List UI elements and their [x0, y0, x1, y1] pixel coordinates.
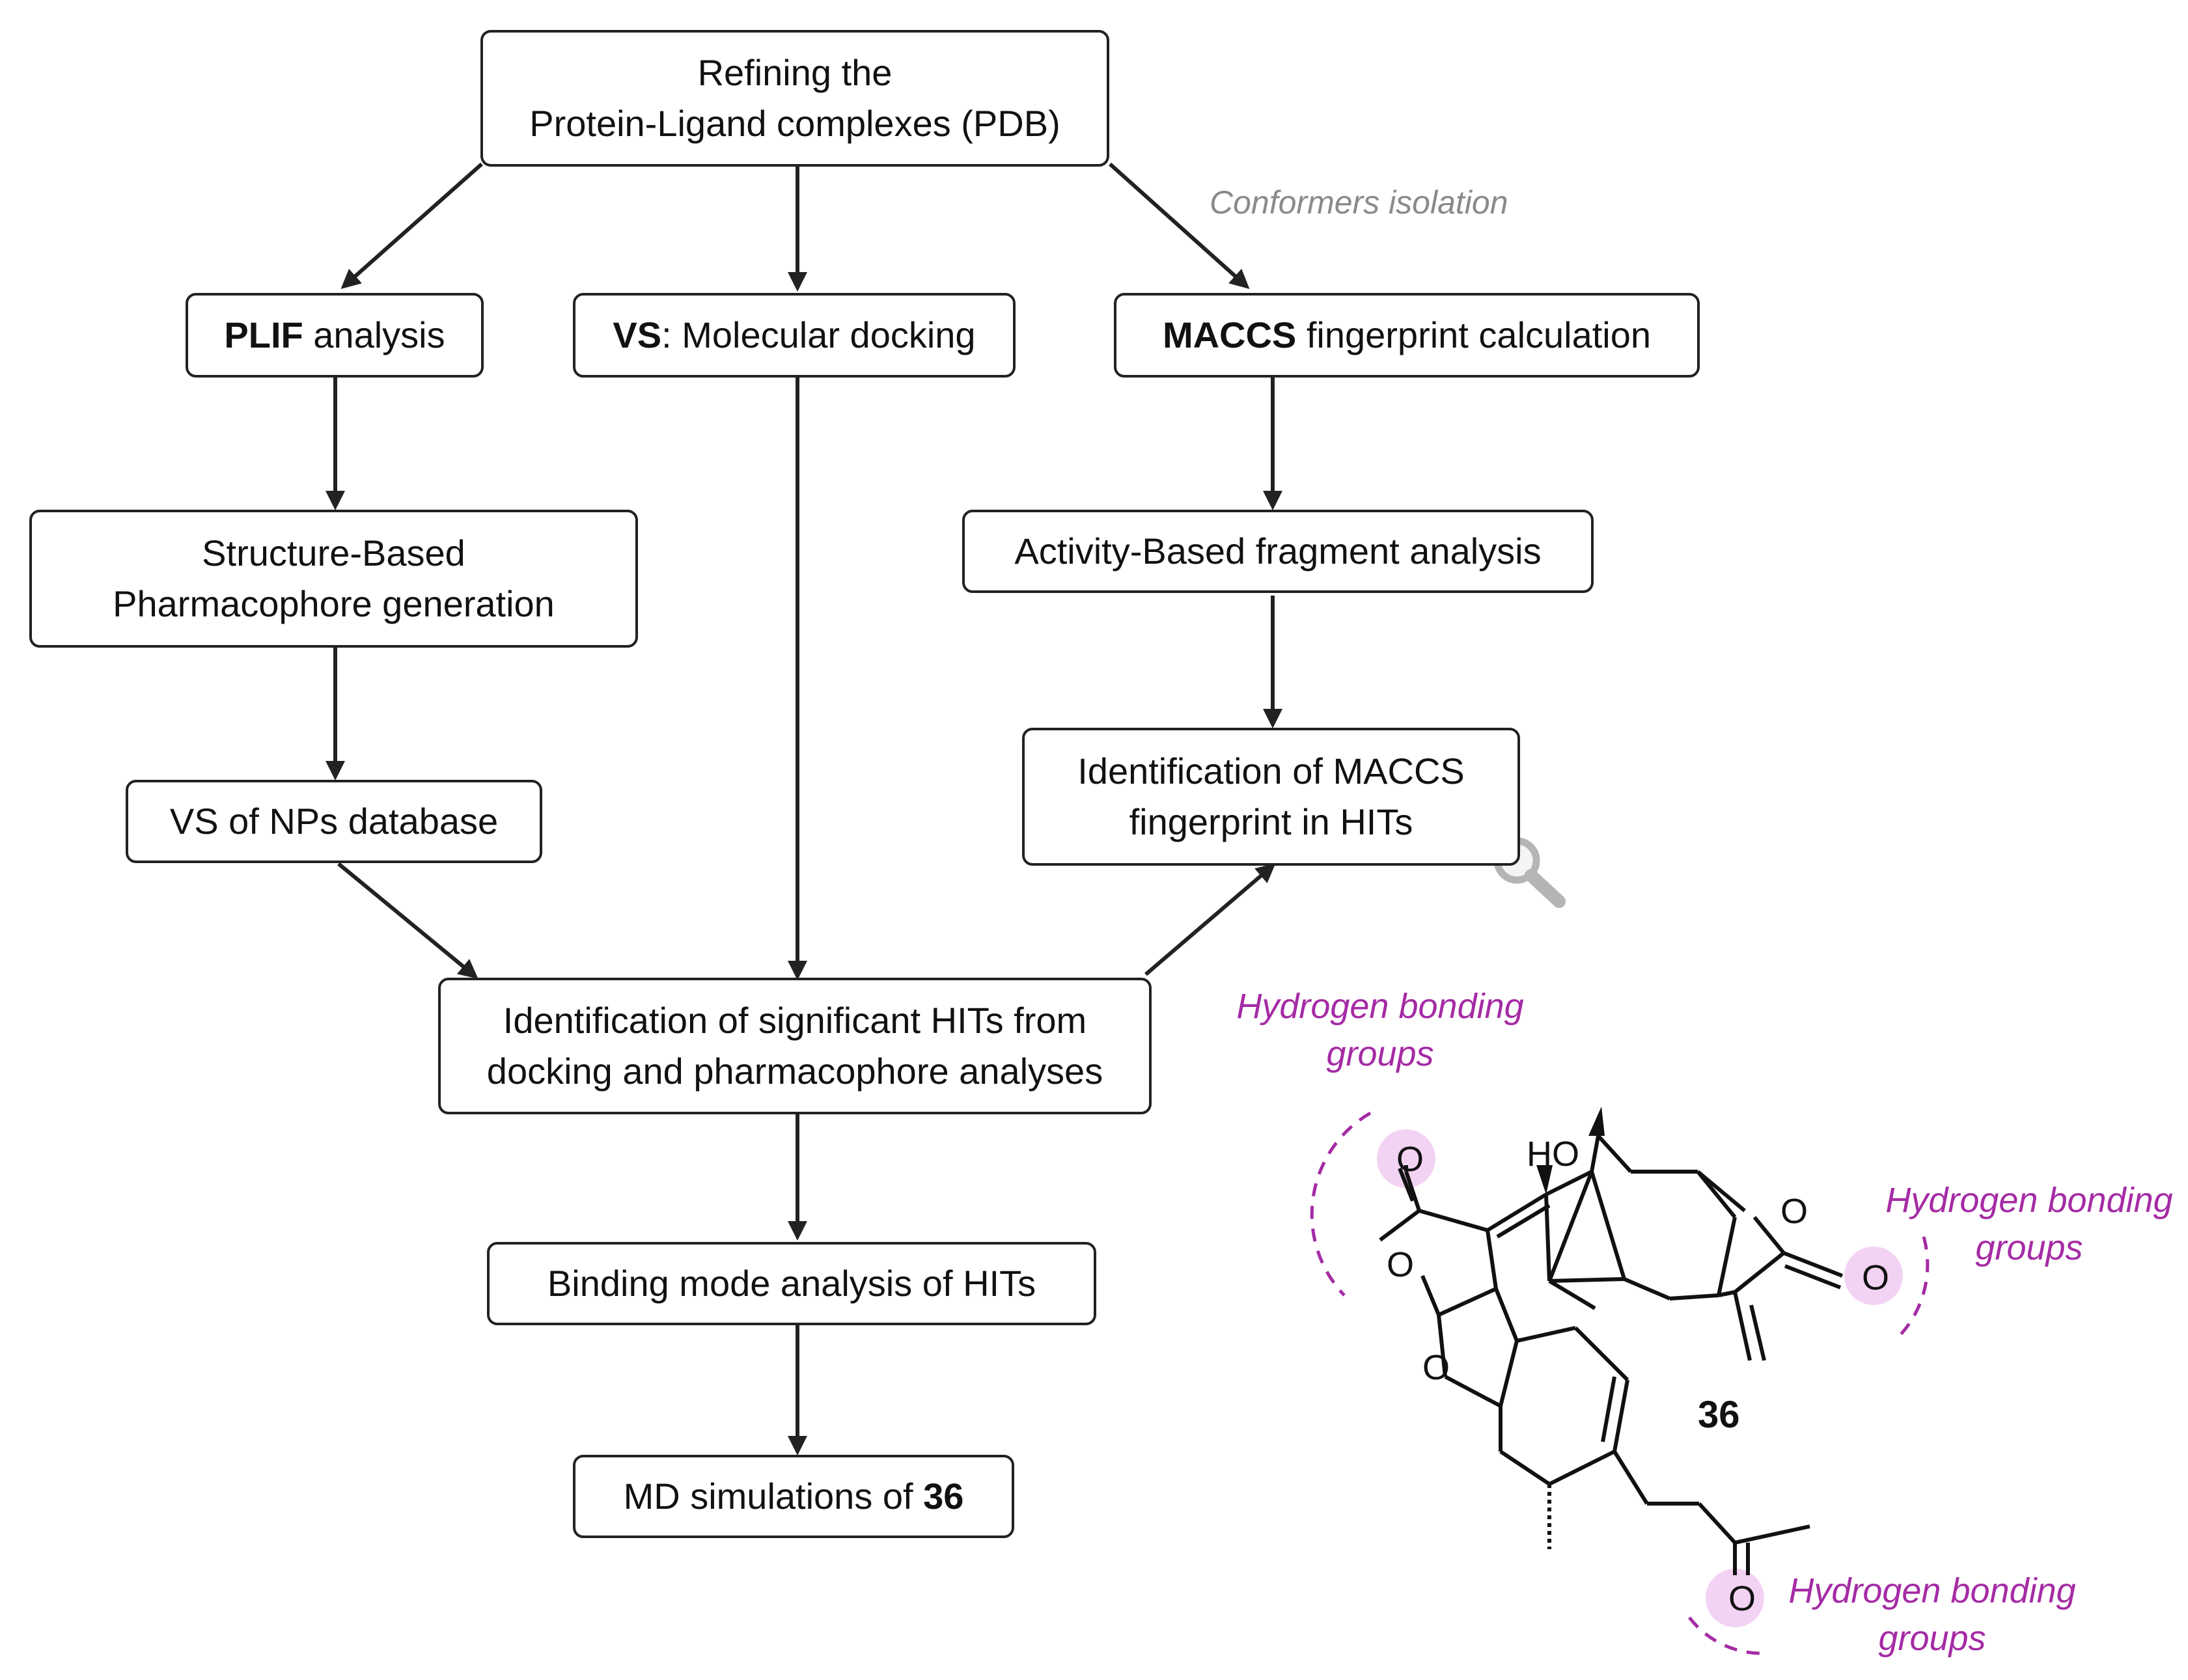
atom-o-ring-right: O [1780, 1192, 1808, 1231]
hbond-top-line1: Hydrogen bonding [1236, 987, 1524, 1026]
maccs-id-line2: fingerprint in HITs [1129, 801, 1413, 842]
atom-o-lactone-carbonyl: O [1387, 1245, 1415, 1284]
maccs-rest: fingerprint calculation [1296, 314, 1652, 355]
box-activity-based-fragment: Activity-Based fragment analysis [962, 510, 1594, 593]
md-text: MD simulations of [623, 1475, 924, 1517]
hbond-bottom-line1: Hydrogen bonding [1788, 1571, 2076, 1610]
box-vs-molecular-docking: VS: Molecular docking [573, 293, 1016, 378]
hbond-label-right: Hydrogen bonding groups [1883, 1177, 2176, 1272]
md-bold: 36 [923, 1475, 964, 1517]
vsnps-text: VS of NPs database [169, 800, 499, 842]
box-structure-based-pharmacophore: Structure-Based Pharmacophore generation [29, 510, 638, 648]
activity-text: Activity-Based fragment analysis [1014, 530, 1542, 571]
atom-o-acetyl: O [1396, 1140, 1424, 1179]
vs-bold: VS [613, 314, 662, 355]
box-vs-nps-database: VS of NPs database [126, 780, 542, 863]
vs-rest: : Molecular docking [661, 314, 976, 355]
plif-label: PLIF analysis [224, 310, 445, 361]
refine-line1: Refining the [697, 51, 893, 93]
maccs-label: MACCS fingerprint calculation [1163, 310, 1651, 361]
box-refining-protein-ligand: Refining the Protein-Ligand complexes (P… [480, 30, 1109, 167]
hbond-right-line1: Hydrogen bonding [1885, 1181, 2173, 1220]
maccs-id-line1: Identification of MACCS [1077, 750, 1465, 792]
hbond-dashed-arcs [1310, 1111, 1930, 1655]
md-label: MD simulations of 36 [624, 1471, 964, 1522]
box-identification-significant-hits: Identification of significant HITs from … [438, 978, 1152, 1114]
refine-line2: Protein-Ligand complexes (PDB) [529, 103, 1060, 144]
hbond-bottom-line2: groups [1878, 1618, 1986, 1658]
atom-ho-label: HO [1527, 1135, 1579, 1174]
box-md-simulations: MD simulations of 36 [573, 1455, 1014, 1538]
hbond-top-line2: groups [1326, 1034, 1434, 1073]
plif-rest: analysis [303, 314, 445, 355]
box-binding-mode-analysis: Binding mode analysis of HITs [487, 1242, 1096, 1325]
hits-id-line2: docking and pharmacophore analyses [486, 1051, 1103, 1092]
hbond-label-top: Hydrogen bonding groups [1230, 983, 1530, 1078]
maccs-bold: MACCS [1162, 314, 1297, 355]
box-plif-analysis: PLIF analysis [186, 293, 484, 378]
compound-number-label: 36 [1698, 1394, 1740, 1436]
wedge-bond-ho [1536, 1165, 1553, 1194]
binding-text: Binding mode analysis of HITs [547, 1262, 1036, 1304]
box-maccs-fingerprint-calculation: MACCS fingerprint calculation [1114, 293, 1700, 378]
box-identification-maccs: Identification of MACCS fingerprint in H… [1022, 728, 1520, 866]
wedge-bond-methyl [1588, 1107, 1605, 1136]
hbond-label-bottom: Hydrogen bonding groups [1782, 1567, 2082, 1662]
hbond-right-line2: groups [1975, 1228, 2083, 1267]
atom-o-carbonyl-right: O [1862, 1258, 1890, 1297]
arrow-refine-to-maccs [1108, 162, 1250, 290]
arrow-refine-to-plif [340, 162, 483, 289]
vs-label: VS: Molecular docking [613, 310, 975, 361]
atom-o-ketone: O [1728, 1579, 1756, 1618]
structure-line2: Pharmacophore generation [113, 583, 555, 624]
arrow-vsnps-to-identification [337, 862, 478, 979]
plif-bold: PLIF [224, 314, 303, 355]
atom-o-ring-left: O [1422, 1348, 1450, 1387]
hbond-highlight-halos [1377, 1129, 1903, 1627]
hits-id-line1: Identification of significant HITs from [503, 999, 1087, 1041]
molecule-36-structure [1310, 1107, 1930, 1655]
structure-line1: Structure-Based [202, 532, 465, 573]
conformers-isolation-note: Conformers isolation [1210, 184, 1508, 221]
arrow-identification-to-maccs-id [1144, 863, 1276, 976]
